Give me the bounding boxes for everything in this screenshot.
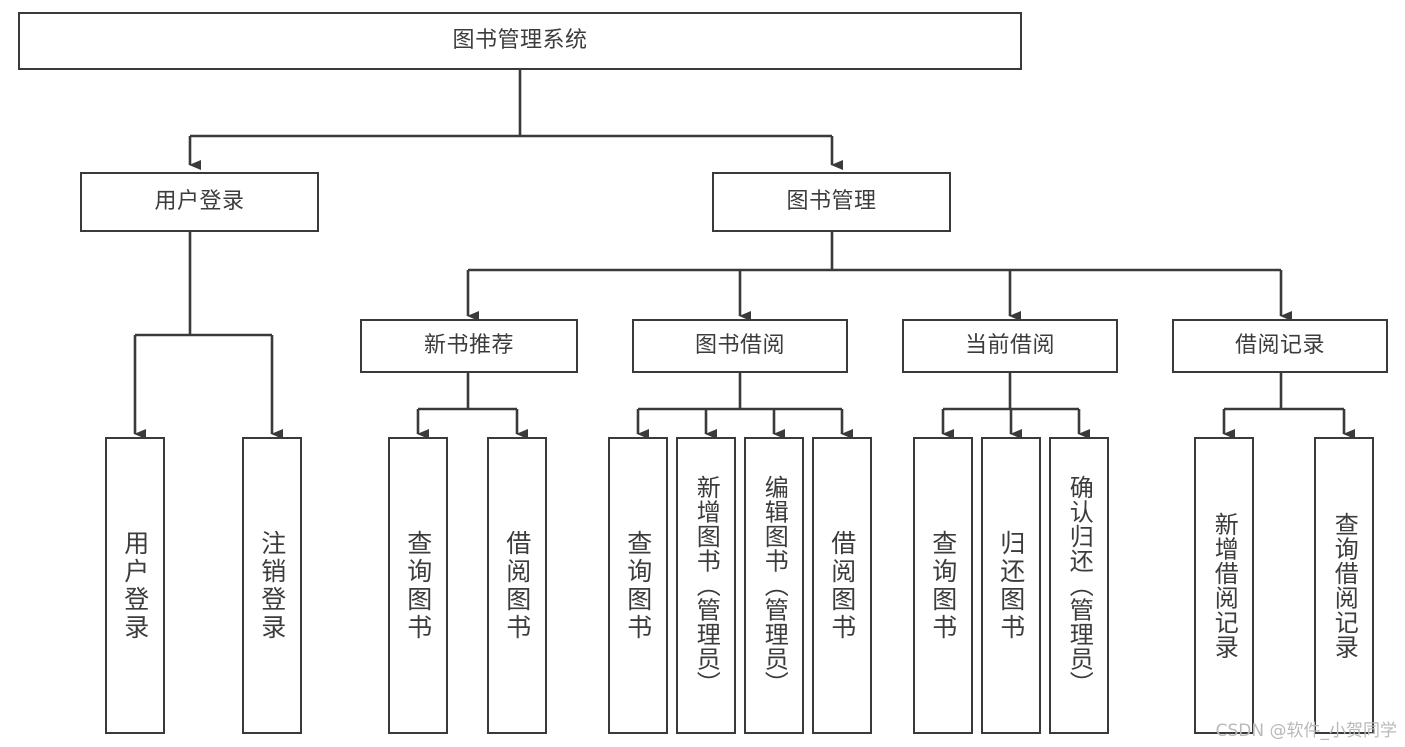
node-current-borrow[interactable]: 当前借阅 <box>902 319 1118 373</box>
node-leaf-add-record-label: 新增借阅记录 <box>1210 512 1239 659</box>
node-leaf-edit-book-label: 编辑图书（管理员） <box>760 475 789 696</box>
node-leaf-query-record-label: 查询借阅记录 <box>1330 512 1359 659</box>
node-book-borrow[interactable]: 图书借阅 <box>632 319 848 373</box>
node-leaf-logout-label: 注销登录 <box>257 529 287 642</box>
node-current-borrow-label: 当前借阅 <box>964 333 1055 359</box>
node-leaf-add-record[interactable]: 新增借阅记录 <box>1194 437 1254 734</box>
node-user-login-label: 用户登录 <box>154 189 245 215</box>
node-book-manage[interactable]: 图书管理 <box>712 172 951 232</box>
node-leaf-query-book-2-label: 查询图书 <box>623 529 653 642</box>
node-book-manage-label: 图书管理 <box>786 189 877 215</box>
node-user-login[interactable]: 用户登录 <box>80 172 319 232</box>
node-leaf-return-book[interactable]: 归还图书 <box>981 437 1041 734</box>
node-new-book-rec-label: 新书推荐 <box>423 333 514 359</box>
node-leaf-user-login-label: 用户登录 <box>120 529 150 642</box>
csdn-watermark: CSDN @软件_小贺同学 <box>1215 721 1397 741</box>
node-root-label: 图书管理系统 <box>452 28 588 54</box>
node-leaf-query-book-1[interactable]: 查询图书 <box>388 437 448 734</box>
node-leaf-query-record[interactable]: 查询借阅记录 <box>1314 437 1374 734</box>
node-leaf-logout[interactable]: 注销登录 <box>242 437 302 734</box>
node-leaf-query-book-1-label: 查询图书 <box>403 529 433 642</box>
node-root[interactable]: 图书管理系统 <box>18 12 1022 70</box>
node-leaf-add-book[interactable]: 新增图书（管理员） <box>676 437 736 734</box>
node-leaf-borrow-book-1[interactable]: 借阅图书 <box>487 437 547 734</box>
node-leaf-query-book-3-label: 查询图书 <box>928 529 958 642</box>
node-leaf-add-book-label: 新增图书（管理员） <box>692 475 721 696</box>
node-book-borrow-label: 图书借阅 <box>694 333 785 359</box>
node-leaf-query-book-2[interactable]: 查询图书 <box>608 437 668 734</box>
node-leaf-user-login[interactable]: 用户登录 <box>105 437 165 734</box>
node-new-book-rec[interactable]: 新书推荐 <box>360 319 578 373</box>
node-leaf-edit-book[interactable]: 编辑图书（管理员） <box>744 437 804 734</box>
node-leaf-borrow-book-1-label: 借阅图书 <box>502 529 532 642</box>
node-leaf-return-book-label: 归还图书 <box>996 529 1026 642</box>
node-borrow-record[interactable]: 借阅记录 <box>1172 319 1388 373</box>
node-leaf-borrow-book-2-label: 借阅图书 <box>827 529 857 642</box>
node-leaf-confirm-return-label: 确认归还（管理员） <box>1065 475 1094 696</box>
node-leaf-confirm-return[interactable]: 确认归还（管理员） <box>1049 437 1109 734</box>
node-leaf-borrow-book-2[interactable]: 借阅图书 <box>812 437 872 734</box>
node-borrow-record-label: 借阅记录 <box>1234 333 1325 359</box>
node-leaf-query-book-3[interactable]: 查询图书 <box>913 437 973 734</box>
